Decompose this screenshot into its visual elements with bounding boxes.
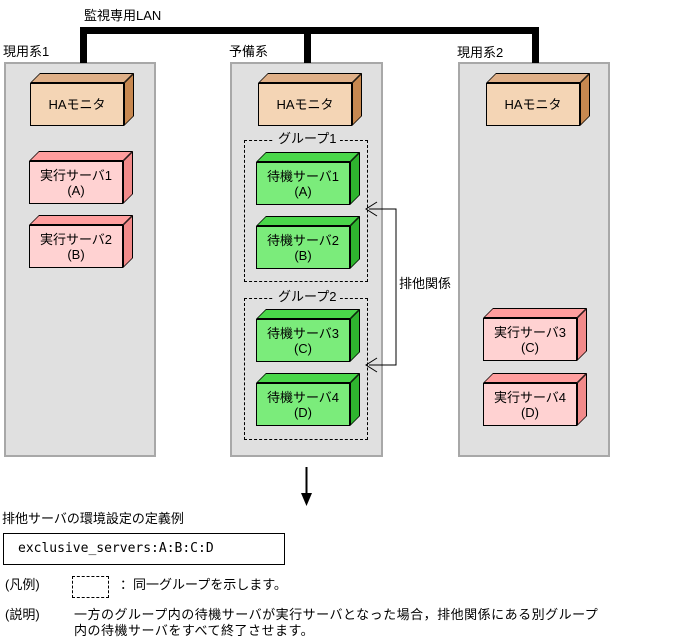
server-box-exec4: 実行サーバ4 (D) [483,373,587,426]
box-top-face [258,73,362,83]
server-box-standby3: 待機サーバ3 (C) [256,309,360,362]
server-box-standby2: 待機サーバ2 (B) [256,216,360,269]
server-id: (B) [67,246,85,262]
note-line2: 内の待機サーバをすべて終了させます。 [74,623,315,638]
box-side-face [577,308,587,361]
box-top-face [30,73,134,83]
server-box-exec2: 実行サーバ2 (B) [29,215,133,268]
box-label: HAモニタ [504,97,562,112]
server-id: (D) [293,404,313,420]
server-box-standby1: 待機サーバ1 (A) [256,152,360,205]
box-side-face [350,373,360,426]
box-side-face [350,216,360,269]
box-front-face: HAモニタ [30,83,124,126]
column-label-active1: 現用系1 [3,44,50,59]
box-top-face [29,215,133,225]
down-arrow-head-icon [301,493,312,506]
legend-heading: (凡例) [5,577,40,592]
box-side-face [577,373,587,426]
server-id: (C) [293,340,313,356]
column-label-active2: 現用系2 [457,45,504,60]
server-name: 実行サーバ3 [493,324,567,340]
server-id: (A) [67,182,85,198]
server-name: 待機サーバ4 [266,389,340,405]
lan-label: 監視専用LAN [84,8,162,23]
definition-code: exclusive_servers:A:B:C:D [18,541,214,556]
box-top-face [483,373,587,383]
box-side-face [580,73,590,126]
box-top-face [256,309,360,319]
server-box-exec3: 実行サーバ3 (C) [483,308,587,361]
box-front-face: 実行サーバ2 (B) [29,225,123,268]
server-id: (D) [520,404,540,420]
box-front-face: 待機サーバ1 (A) [256,162,350,205]
server-name: 実行サーバ1 [39,167,113,183]
note-heading: (説明) [5,607,40,622]
server-name: 実行サーバ4 [493,389,567,405]
box-front-face: 待機サーバ3 (C) [256,319,350,362]
box-side-face [350,309,360,362]
exclusion-label: 排他関係 [399,276,452,291]
legend-text: ：同一グループを示します。 [120,577,287,592]
definition-code-box: exclusive_servers:A:B:C:D [3,533,285,565]
server-id: (A) [294,183,312,199]
group1-label: グループ1 [274,132,341,146]
server-name: 待機サーバ3 [266,325,340,341]
box-top-face [483,308,587,318]
box-top-face [256,373,360,383]
box-top-face [29,151,133,161]
note-line1: 一方のグループ内の待機サーバが実行サーバとなった場合，排他関係にある別グループ [74,607,599,622]
ha-monitor-box-active1: HAモニタ [30,73,134,126]
definition-title: 排他サーバの環境設定の定義例 [2,511,184,526]
box-side-face [124,73,134,126]
box-front-face: 実行サーバ3 (C) [483,318,577,361]
box-top-face [256,216,360,226]
box-top-face [256,152,360,162]
legend-group-symbol [72,576,109,598]
server-box-exec1: 実行サーバ1 (A) [29,151,133,204]
box-front-face: HAモニタ [258,83,352,126]
box-front-face: HAモニタ [486,83,580,126]
server-name: 待機サーバ1 [266,168,340,184]
box-top-face [486,73,590,83]
box-front-face: 待機サーバ2 (B) [256,226,350,269]
server-name: 待機サーバ2 [266,232,340,248]
server-id: (C) [520,339,540,355]
box-label: HAモニタ [48,97,106,112]
server-box-standby4: 待機サーバ4 (D) [256,373,360,426]
server-id: (B) [294,247,312,263]
box-front-face: 実行サーバ4 (D) [483,383,577,426]
box-front-face: 実行サーバ1 (A) [29,161,123,204]
box-side-face [352,73,362,126]
box-front-face: 待機サーバ4 (D) [256,383,350,426]
column-label-standby: 予備系 [229,44,269,59]
group2-label: グループ2 [274,290,341,304]
server-name: 実行サーバ2 [39,231,113,247]
ha-monitor-box-standby: HAモニタ [258,73,362,126]
box-side-face [123,151,133,204]
box-label: HAモニタ [276,97,334,112]
box-side-face [350,152,360,205]
box-side-face [123,215,133,268]
ha-monitor-box-active2: HAモニタ [486,73,590,126]
